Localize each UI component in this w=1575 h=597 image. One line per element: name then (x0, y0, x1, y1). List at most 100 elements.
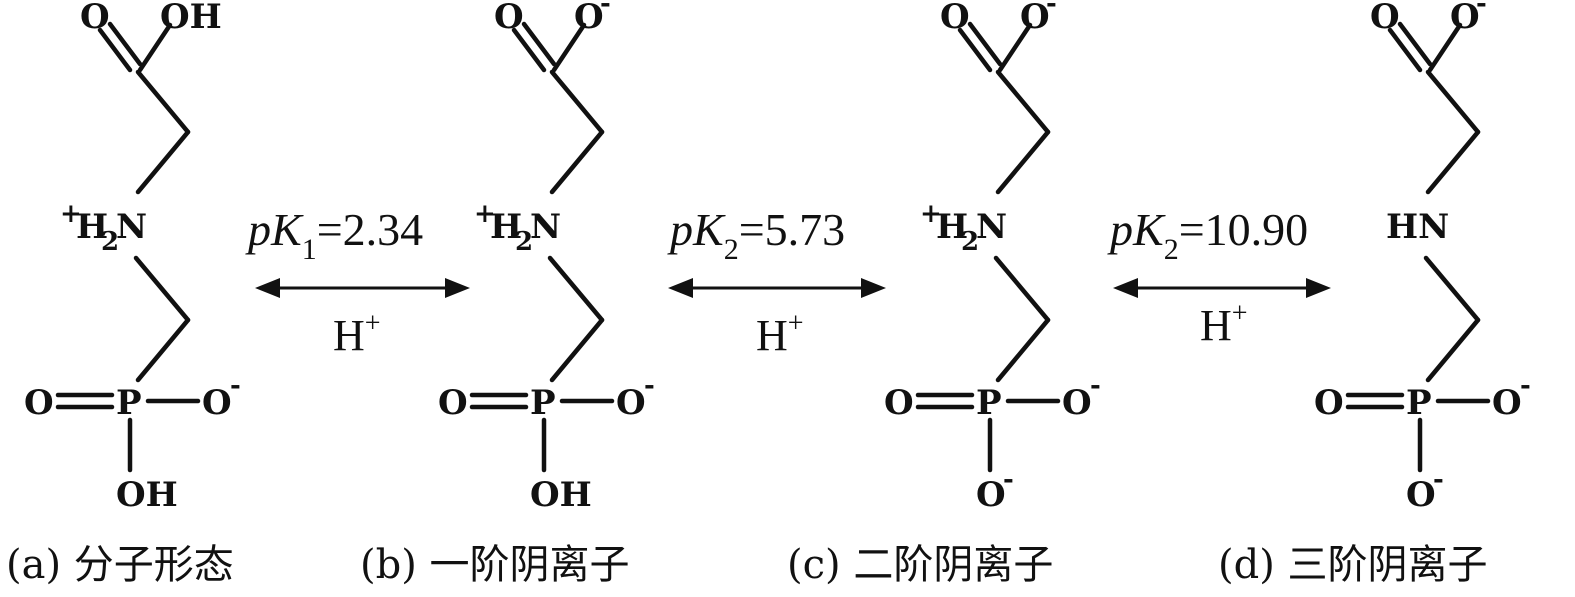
carbonyl-double-bond-1 (1387, 27, 1423, 73)
n-ch2-bond (1423, 255, 1481, 323)
phosphoryl-oxygen: O (884, 383, 914, 423)
arrow-left-head-icon (255, 278, 280, 298)
pk-prefix: pK (1107, 204, 1166, 255)
carbonyl-double-bond-2 (1397, 21, 1433, 67)
amine-subscript: 2 (515, 227, 533, 257)
phosphate-bottom-oxygen: O (1406, 475, 1436, 515)
carbonyl-double-bond-1 (957, 27, 993, 73)
carbonyl-oxygen: O (1370, 0, 1400, 37)
n-ch2-bond (133, 255, 191, 323)
ch2-n-bond (995, 129, 1051, 195)
phosphorus-atom: P (1406, 383, 1432, 423)
carboxyl-bond (551, 22, 587, 73)
structure-d: O O - HN O P O - O - (1314, 0, 1531, 515)
carbonyl-double-bond-2 (521, 21, 557, 67)
arrow-right-head-icon (445, 278, 470, 298)
pk-value: =10.90 (1179, 204, 1308, 255)
equilibrium-1: pK1=2.34 H+ (245, 204, 470, 360)
pk-subscript: 2 (724, 233, 739, 266)
phosphate-bottom-charge: - (1003, 465, 1014, 495)
carboxyl-charge: - (1046, 0, 1057, 19)
ch2-p-bond (995, 317, 1051, 383)
n-ch2-bond (547, 255, 605, 323)
ch2-n-bond (549, 129, 605, 195)
phosphate-charge: - (230, 371, 241, 401)
pk-label: pK2=5.73 (667, 204, 845, 266)
ch2-n-bond (135, 129, 191, 195)
ch2-p-bond (135, 317, 191, 383)
carboxyl-chain-bond (1425, 69, 1481, 135)
proton-symbol: H (1200, 301, 1232, 350)
carbonyl-double-bond-1 (97, 27, 133, 73)
pk-value: =5.73 (739, 204, 845, 255)
caption-b: (b) 一阶阴离子 (360, 542, 630, 588)
carboxyl-chain-bond (995, 69, 1051, 135)
pk-value: =2.34 (317, 204, 423, 255)
amine-hn: HN (1386, 207, 1449, 247)
carboxyl-chain-bond (549, 69, 605, 135)
phosphate-oxygen: O (202, 383, 232, 423)
carbonyl-double-bond-2 (967, 21, 1003, 67)
caption-d: (d) 三阶阴离子 (1218, 542, 1488, 588)
pk-subscript: 1 (302, 233, 317, 266)
carboxyl-bond (997, 22, 1033, 73)
carboxyl-chain-bond (135, 69, 191, 135)
phosphoryl-oxygen: O (438, 383, 468, 423)
amine-h: H (490, 207, 522, 247)
phosphorus-atom: P (530, 383, 556, 423)
equilibrium-3: pK2=10.90 H+ (1107, 204, 1331, 350)
phosphate-oh: OH (530, 475, 592, 515)
phosphorus-atom: P (116, 383, 142, 423)
carboxylate-oxygen: O (1020, 0, 1050, 37)
amine-charge: + (474, 199, 496, 229)
proton-label: H+ (333, 308, 381, 360)
structure-a: O OH + H 2 N O P O - OH (24, 0, 241, 515)
amine-n: N (530, 207, 561, 247)
carboxylate-oxygen: O (1450, 0, 1480, 37)
phosphate-charge: - (1090, 371, 1101, 401)
carboxyl-charge: - (600, 0, 611, 19)
arrow-left-head-icon (668, 278, 693, 298)
pk-label: pK1=2.34 (245, 204, 423, 266)
carboxyl-charge: - (1476, 0, 1487, 19)
proton-label: H+ (1200, 298, 1248, 350)
carboxylate-oxygen: O (574, 0, 604, 37)
amine-n: N (976, 207, 1007, 247)
phosphate-charge: - (644, 371, 655, 401)
proton-symbol: H (333, 311, 365, 360)
caption-a: (a) 分子形态 (6, 542, 234, 588)
proton-charge: + (365, 308, 381, 339)
phosphoryl-oxygen: O (24, 383, 54, 423)
phosphate-oxygen: O (616, 383, 646, 423)
pk-label: pK2=10.90 (1107, 204, 1308, 266)
amine-subscript: 2 (961, 227, 979, 257)
carbonyl-double-bond-1 (511, 27, 547, 73)
proton-charge: + (788, 308, 804, 339)
amine-charge: + (920, 199, 942, 229)
amine-charge: + (60, 199, 82, 229)
phosphate-oxygen: O (1492, 383, 1522, 423)
ch2-p-bond (549, 317, 605, 383)
ch2-p-bond (1425, 317, 1481, 383)
carbonyl-oxygen: O (80, 0, 110, 37)
arrow-right-head-icon (1306, 278, 1331, 298)
carboxyl-bond (137, 22, 173, 73)
carbonyl-double-bond-2 (107, 21, 143, 67)
pk-prefix: pK (667, 204, 726, 255)
arrow-right-head-icon (861, 278, 886, 298)
pk-prefix: pK (245, 204, 304, 255)
proton-label: H+ (756, 308, 804, 360)
amine-subscript: 2 (101, 227, 119, 257)
structure-c: O O - + H 2 N O P O - O - (884, 0, 1101, 515)
proton-charge: + (1232, 298, 1248, 329)
phosphate-bottom-charge: - (1433, 465, 1444, 495)
carbonyl-oxygen: O (494, 0, 524, 37)
carboxyl-bond (1427, 22, 1463, 73)
amine-h: H (936, 207, 968, 247)
carbonyl-oxygen: O (940, 0, 970, 37)
proton-symbol: H (756, 311, 788, 360)
phosphate-oh: OH (116, 475, 178, 515)
phosphoryl-oxygen: O (1314, 383, 1344, 423)
pk-subscript: 2 (1164, 233, 1179, 266)
